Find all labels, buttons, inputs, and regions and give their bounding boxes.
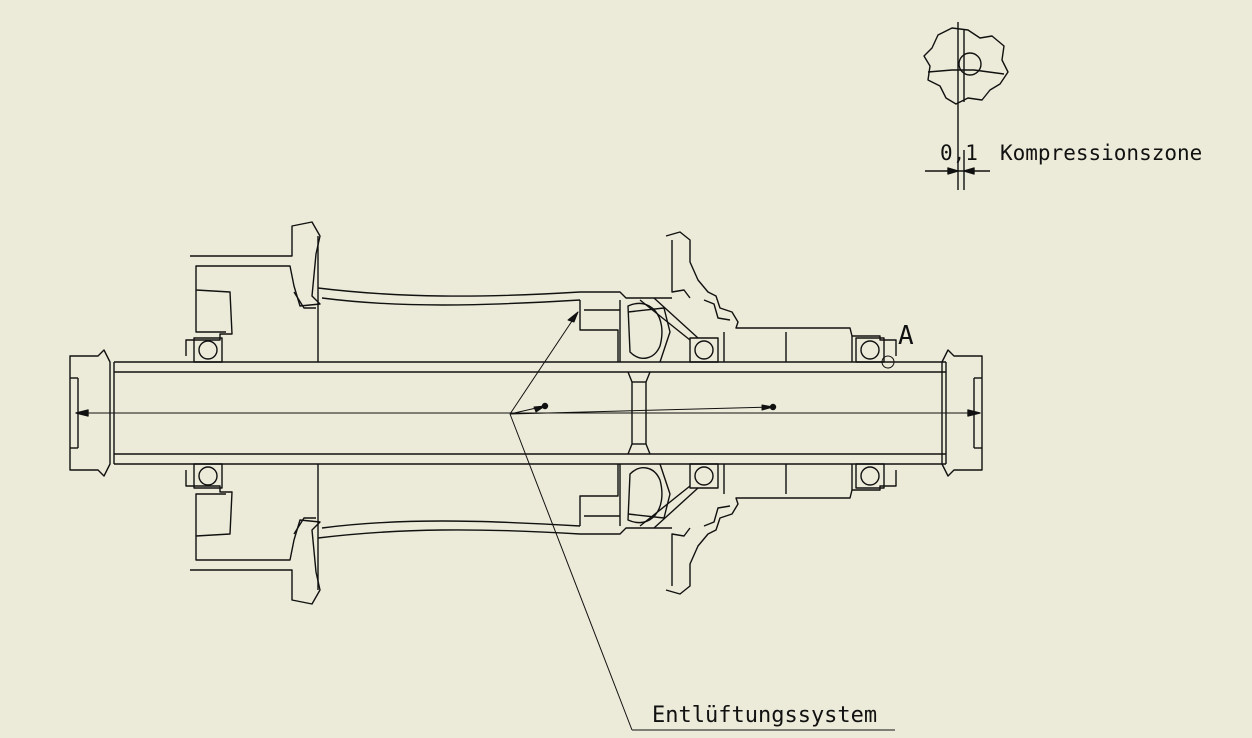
- detail-ref-label: A: [898, 321, 914, 351]
- end-cap-left: [69, 349, 111, 477]
- bearing-left-upper: [193, 337, 223, 363]
- end-cap-right: [941, 349, 983, 477]
- detail-ball: [958, 52, 982, 76]
- detail-view: [923, 22, 1009, 190]
- shell-body-upper: [317, 287, 672, 299]
- freewheel-body-upper: [723, 332, 853, 362]
- detail-surface: [927, 69, 1005, 75]
- detail-a-marker: [881, 355, 895, 369]
- venting-leader: [509, 311, 895, 731]
- bearing-mid-upper: [689, 337, 719, 363]
- venting-system-label: Entlüftungssystem: [652, 703, 877, 728]
- compression-zone-label: Kompressionszone: [1000, 141, 1202, 165]
- detail-break-outline: [923, 27, 1009, 105]
- bearing-right-upper: [855, 337, 885, 363]
- dimension-arrow-right: [963, 167, 975, 175]
- dimension-value-label: 0,1: [940, 141, 978, 165]
- dimension-arrow-left: [947, 167, 959, 175]
- hub-section: [69, 221, 983, 605]
- left-flange-upper: [185, 221, 321, 356]
- left-flange-upper-inner: [195, 290, 226, 333]
- pawl-upper: [619, 300, 663, 362]
